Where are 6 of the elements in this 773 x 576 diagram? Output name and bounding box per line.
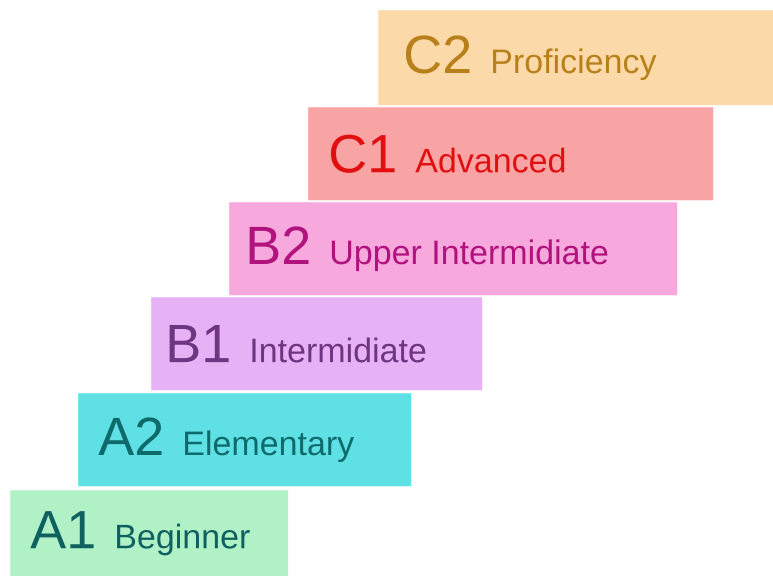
level-box: C2 Proficiency [378, 10, 773, 106]
level-box: A1 Beginner [10, 490, 288, 576]
level-box: B2 Upper Intermidiate [229, 202, 678, 296]
level-box: B1 Intermidiate [151, 297, 482, 390]
level-box: C1 Advanced [308, 107, 714, 200]
level-box: A2 Elementary [78, 393, 412, 486]
